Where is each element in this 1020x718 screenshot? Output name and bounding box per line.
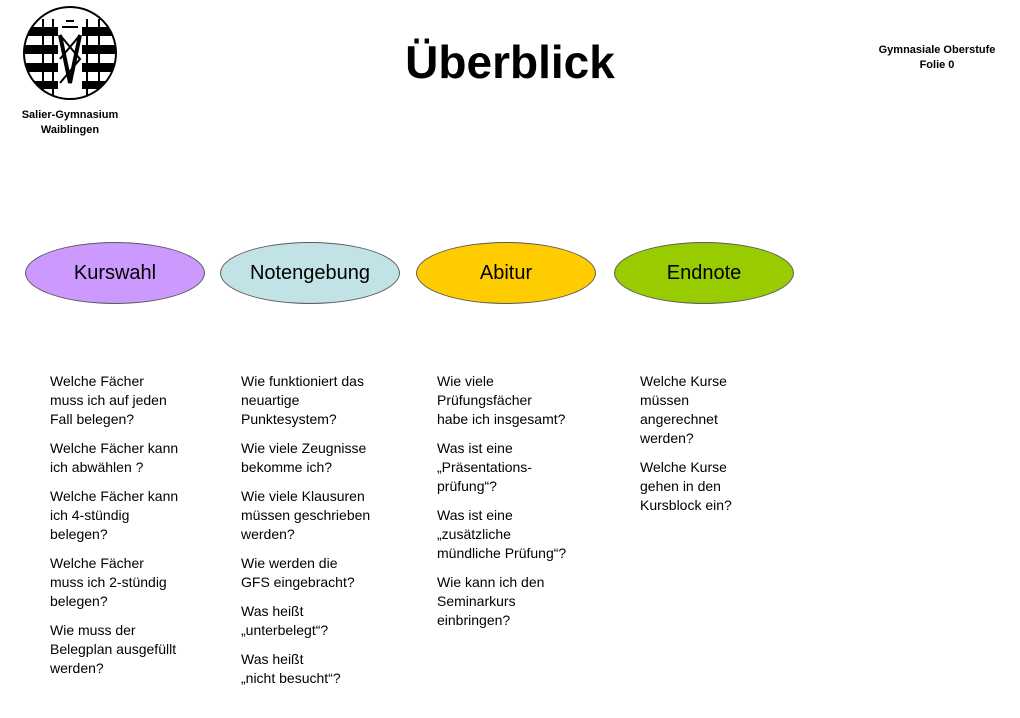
question-line: müssen: [640, 392, 690, 408]
school-name: Salier-Gymnasium Waiblingen: [0, 108, 140, 138]
question-line: gehen in den: [640, 478, 721, 494]
question-item: Welche Fächer kann ich abwählen ?: [50, 439, 210, 477]
question-line: Wie viele: [437, 373, 494, 389]
question-item: Welche Fächer kann ich 4-stündig belegen?: [50, 487, 210, 544]
question-line: Welche Kurse: [640, 459, 727, 475]
question-line: einbringen?: [437, 612, 511, 628]
slide-info: Gymnasiale Oberstufe Folie 0: [862, 43, 1012, 73]
question-line: habe ich insgesamt?: [437, 411, 566, 427]
question-line: werden?: [640, 430, 694, 446]
question-line: Welche Fächer kann: [50, 440, 179, 456]
question-line: angerechnet: [640, 411, 718, 427]
question-line: müssen geschrieben: [241, 507, 371, 523]
school-name-line1: Salier-Gymnasium: [21, 109, 119, 121]
question-line: Wie viele Zeugnisse: [241, 440, 367, 456]
topic-endnote-label: Endnote: [666, 262, 742, 284]
question-line: Wie viele Klausuren: [241, 488, 365, 504]
topic-kurswahl-label: Kurswahl: [73, 262, 157, 284]
question-item: Welche Kurse müssen angerechnet werden?: [640, 372, 800, 448]
question-item: Was ist eine „Präsentations-prüfung“?: [437, 439, 607, 496]
question-item: Welche Fächer muss ich 2-stündig belegen?: [50, 554, 210, 611]
question-line: Prüfungsfächer: [437, 392, 532, 408]
question-line: „Präsentations-: [437, 459, 532, 475]
slide-number-label: Folie 0: [919, 59, 955, 71]
question-line: muss ich auf jeden: [50, 392, 167, 408]
question-line: belegen?: [50, 526, 108, 542]
question-line: bekomme ich?: [241, 459, 333, 475]
question-line: Wie funktioniert das: [241, 373, 364, 389]
question-line: Belegplan ausgefüllt: [50, 641, 177, 657]
topic-abitur[interactable]: Abitur: [416, 242, 596, 304]
question-line: mündliche Prüfung“?: [437, 545, 567, 561]
question-line: Kursblock ein?: [640, 497, 732, 513]
school-logo-icon: [23, 6, 117, 100]
question-line: „unterbelegt“?: [241, 622, 329, 638]
question-line: Was heißt: [241, 603, 304, 619]
question-line: Wie werden die: [241, 555, 338, 571]
question-line: werden?: [50, 660, 104, 676]
school-name-line2: Waiblingen: [40, 124, 100, 136]
question-line: neuartige: [241, 392, 300, 408]
question-line: Welche Kurse: [640, 373, 727, 389]
question-line: Welche Fächer: [50, 555, 144, 571]
topic-notengebung[interactable]: Notengebung: [220, 242, 400, 304]
topic-endnote[interactable]: Endnote: [614, 242, 794, 304]
question-line: muss ich 2-stündig: [50, 574, 167, 590]
question-line: werden?: [241, 526, 295, 542]
page-title: Überblick: [405, 36, 615, 88]
question-line: Was ist eine: [437, 507, 513, 523]
question-line: „nicht besucht“?: [241, 670, 341, 686]
question-line: prüfung“?: [437, 478, 497, 494]
question-line: Fall belegen?: [50, 411, 135, 427]
question-item: Was ist eine „zusätzliche mündliche Prüfun…: [437, 506, 607, 563]
question-line: GFS eingebracht?: [241, 574, 355, 590]
question-line: belegen?: [50, 593, 108, 609]
question-line: Welche Fächer: [50, 373, 144, 389]
question-line: Wie kann ich den: [437, 574, 545, 590]
topic-abitur-label: Abitur: [479, 262, 533, 284]
question-line: Punktesystem?: [241, 411, 337, 427]
question-item: Was heißt „nicht besucht“?: [241, 650, 411, 688]
question-item: Was heißt „unterbelegt“?: [241, 602, 411, 640]
question-item: Wie viele Zeugnisse bekomme ich?: [241, 439, 411, 477]
question-line: Wie muss der: [50, 622, 136, 638]
question-line: Seminarkurs: [437, 593, 516, 609]
question-line: ich abwählen ?: [50, 459, 144, 475]
question-item: Wie viele Klausuren müssen geschrieben wer…: [241, 487, 411, 544]
topic-notengebung-label: Notengebung: [249, 262, 371, 284]
question-line: ich 4-stündig: [50, 507, 130, 523]
question-line: „zusätzliche: [437, 526, 511, 542]
question-line: Was ist eine: [437, 440, 513, 456]
question-line: Welche Fächer kann: [50, 488, 179, 504]
course-level-label: Gymnasiale Oberstufe: [878, 44, 996, 56]
question-line: Was heißt: [241, 651, 304, 667]
topic-kurswahl[interactable]: Kurswahl: [25, 242, 205, 304]
